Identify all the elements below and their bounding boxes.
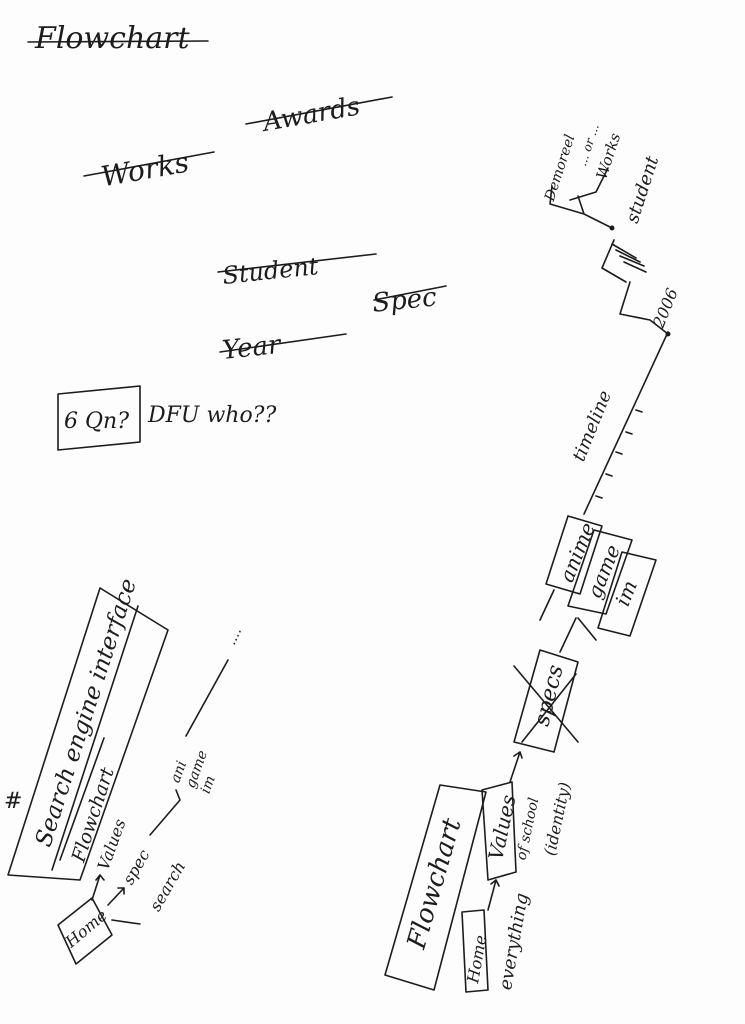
right-game-box xyxy=(567,529,633,615)
page-heading: Flowchart xyxy=(34,21,191,56)
arrow-home-values xyxy=(487,879,500,911)
left-branch-spec: spec xyxy=(119,846,154,887)
strike-line xyxy=(83,151,215,177)
strike-line xyxy=(373,285,447,301)
arrow-to-values xyxy=(91,874,105,901)
note-box xyxy=(57,385,141,451)
right-frame xyxy=(384,784,487,991)
timeline-ticks xyxy=(595,409,643,499)
left-frame-rule xyxy=(51,605,139,871)
right-home-box xyxy=(461,909,489,993)
timeline-label: timeline xyxy=(569,388,616,465)
left-sub-im: im xyxy=(198,774,219,796)
student-branches xyxy=(549,185,613,229)
right-flowchart: Flowchart Home everything Values of scho… xyxy=(384,122,682,993)
arrow-to-search xyxy=(111,919,141,925)
struck-word-spec: Spec xyxy=(371,282,439,319)
right-home-label: Home xyxy=(463,934,490,986)
left-home-label: Home xyxy=(61,906,111,952)
left-frame xyxy=(7,587,169,881)
strike-line xyxy=(219,333,347,353)
right-home-note: everything xyxy=(495,892,533,992)
strike-line xyxy=(245,96,393,125)
struck-word-awards: Awards xyxy=(259,91,362,138)
heading-strike xyxy=(27,40,209,43)
right-specs-box xyxy=(513,649,579,753)
right-demoreel: Demoreel xyxy=(542,133,579,204)
left-ellipsis: .... xyxy=(223,625,245,648)
left-branch-search: search xyxy=(146,858,190,914)
right-identity: (identity) xyxy=(540,780,574,857)
year-bracket xyxy=(619,281,669,335)
right-im-label: im xyxy=(610,577,642,610)
works-connector xyxy=(569,167,609,201)
arrow-to-spec xyxy=(107,887,125,906)
specs-cross xyxy=(513,665,579,743)
arrow-values-specs xyxy=(509,751,523,783)
student-comb xyxy=(601,239,647,283)
struck-word-student: Student xyxy=(221,252,320,290)
right-anime-box xyxy=(545,515,603,595)
specs-to-branches xyxy=(559,617,577,653)
note-text: DFU who?? xyxy=(147,403,276,428)
left-home-box xyxy=(57,897,113,965)
left-flowchart: Search engine interface Flowchart # Home… xyxy=(4,576,245,965)
left-sub-ani: ani xyxy=(168,759,191,785)
left-hash: # xyxy=(4,789,22,814)
struck-word-works: Works xyxy=(99,146,192,194)
right-im-box xyxy=(597,551,657,637)
left-continuation-line xyxy=(185,659,229,737)
right-year: 2006 xyxy=(649,286,682,332)
branch-leg-lines xyxy=(539,589,597,641)
timeline-line xyxy=(583,331,669,515)
note-box-text: 6 Qn? xyxy=(64,409,129,434)
spec-connector xyxy=(149,789,181,836)
right-values-box xyxy=(481,781,517,881)
subtitle-underline xyxy=(59,737,105,861)
right-student: student xyxy=(622,153,664,226)
strike-line xyxy=(217,253,377,273)
